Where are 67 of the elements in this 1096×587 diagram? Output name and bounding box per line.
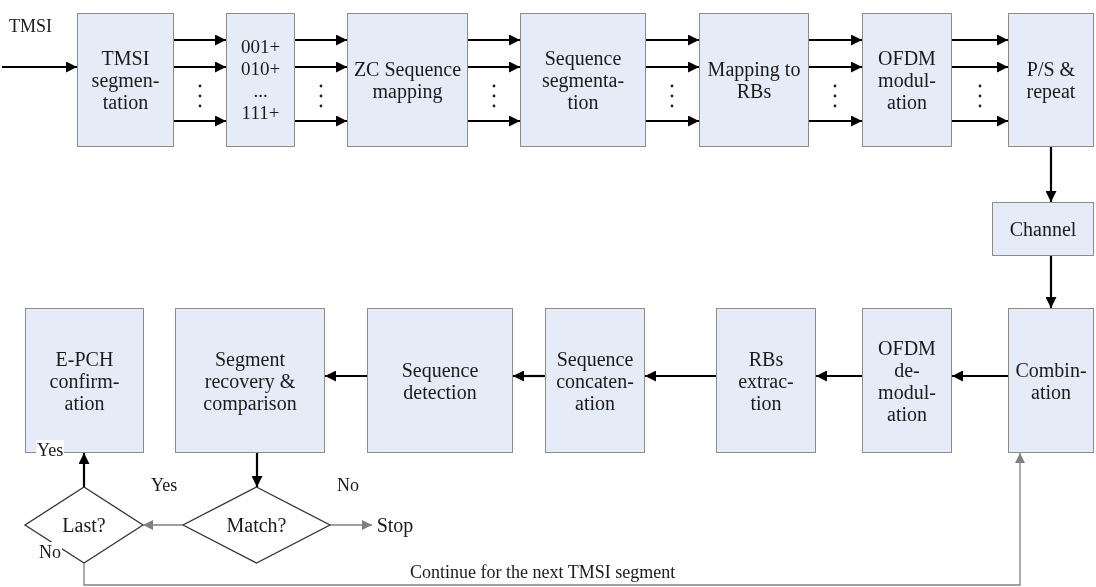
- arrow: [952, 115, 1008, 127]
- box-label: TMSI segmen- tation: [90, 47, 161, 113]
- arrow: [295, 115, 347, 127]
- arrow: [513, 370, 545, 382]
- arrow: [952, 370, 1008, 382]
- box-label: E-PCH confirm- ation: [48, 347, 121, 414]
- arrow: [468, 61, 520, 73]
- box-label: Combin- ation: [1014, 358, 1088, 403]
- process-box: [347, 13, 468, 147]
- decision-label: Last?: [61, 514, 107, 536]
- arrow: [174, 61, 226, 73]
- arrow: [174, 115, 226, 127]
- box-label: OFDM de- modul- ation: [877, 336, 937, 425]
- box-label: Sequence segmenta- tion: [540, 47, 626, 113]
- process-box: [77, 13, 174, 147]
- decision-label: Match?: [225, 514, 288, 536]
- arrow: [468, 115, 520, 127]
- process-box: [1008, 13, 1094, 147]
- arrow: [78, 453, 90, 487]
- arrow: [952, 34, 1008, 46]
- box-label: OFDM modul- ation: [877, 47, 937, 113]
- arrow: [646, 34, 699, 46]
- box-label: Sequence concaten- ation: [555, 347, 635, 414]
- box-label: P/S & repeat: [1025, 58, 1077, 102]
- arrow: [1045, 147, 1057, 202]
- arrow: [295, 61, 347, 73]
- arrow: [646, 115, 699, 127]
- box-label: 010+: [239, 58, 282, 80]
- process-box: [367, 308, 513, 453]
- box-label: Segment recovery & comparison: [202, 347, 298, 414]
- process-box: [862, 308, 952, 453]
- process-box: [716, 308, 816, 453]
- process-box: [175, 308, 325, 453]
- box-label: RBs extrac- tion: [737, 347, 795, 414]
- arrow: [174, 34, 226, 46]
- process-box: [226, 13, 295, 147]
- process-box: [1008, 308, 1094, 453]
- box-label: 001+: [239, 36, 282, 58]
- arrow: [809, 115, 862, 127]
- arrow: [809, 61, 862, 73]
- arrow: [809, 34, 862, 46]
- box-label: Mapping to RBs: [706, 58, 802, 102]
- box-label: 111+: [240, 102, 281, 124]
- process-box: [520, 13, 646, 147]
- process-box: [862, 13, 952, 147]
- process-box: [699, 13, 809, 147]
- arrow: [468, 34, 520, 46]
- arrow: [83, 452, 1026, 586]
- arrow: [816, 370, 862, 382]
- arrow: [295, 34, 347, 46]
- arrow: [645, 370, 716, 382]
- arrow: [2, 61, 77, 73]
- box-label: ZC Sequence mapping: [352, 58, 463, 102]
- arrow: [329, 519, 373, 531]
- terminal-label: Stop: [375, 514, 415, 536]
- arrow: [646, 61, 699, 73]
- arrow: [325, 370, 367, 382]
- box-label: Sequence detection: [400, 358, 480, 403]
- arrow: [142, 519, 184, 531]
- note-text: Continue for the next TMSI segment: [410, 562, 676, 582]
- arrow: [1045, 256, 1057, 308]
- box-label: Channel: [1008, 218, 1078, 240]
- box-label: ...: [252, 80, 269, 102]
- arrow: [251, 453, 263, 487]
- process-box: [992, 202, 1094, 256]
- process-box: [545, 308, 645, 453]
- arrow: [952, 61, 1008, 73]
